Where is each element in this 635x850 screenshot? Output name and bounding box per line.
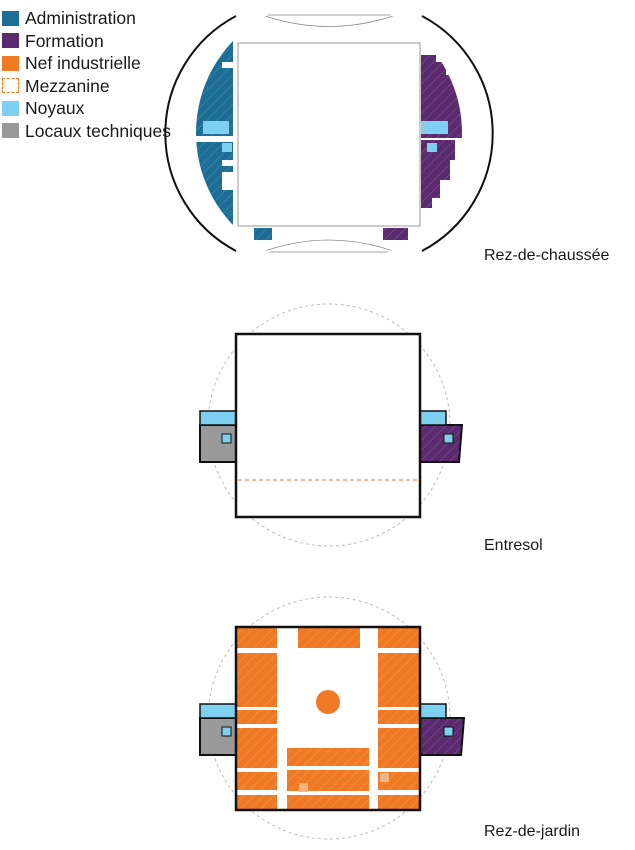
- legend: Administration Formation Nef industriell…: [2, 7, 171, 142]
- legend-swatch-mezzanine: [2, 78, 19, 94]
- entresol-formation-hatch: [420, 425, 462, 462]
- nef-block-hatch: [378, 710, 419, 724]
- jardin-noyau-left-small: [221, 726, 232, 737]
- rdc-bottom-arc: [261, 239, 397, 253]
- rdc-noyau-left: [203, 121, 229, 134]
- legend-swatch-noyaux: [2, 100, 19, 116]
- nef-block-hatch: [287, 795, 369, 809]
- nef-block-hatch: [237, 728, 277, 768]
- rdc-admin-gap: [196, 136, 234, 142]
- rdc-noyau-right: [421, 121, 448, 134]
- nef-block-hatch: [378, 628, 419, 648]
- jardin-noyau-left: [199, 703, 237, 719]
- rdc-outline-right-arc: [421, 15, 494, 252]
- rdc-administration-zone-hatch: [196, 40, 233, 230]
- plan-label-rez-de-chaussee: Rez-de-chaussée: [484, 247, 610, 264]
- legend-swatch-formation: [2, 33, 19, 49]
- entresol-noyau-right: [419, 410, 447, 426]
- legend-swatch-techniques: [2, 123, 19, 139]
- entresol-noyau-left-small: [221, 433, 232, 444]
- plan-entresol: [199, 303, 464, 547]
- nef-block-hatch: [298, 628, 360, 648]
- jardin-central-circle: [316, 690, 340, 714]
- rdc-noyau-right-small: [427, 143, 437, 152]
- jardin-noyau-right-small: [443, 726, 454, 737]
- nef-block-hatch: [378, 653, 419, 707]
- rdc-administration-block-hatch: [254, 228, 272, 240]
- legend-label-formation: Formation: [25, 30, 104, 51]
- legend-item-techniques: Locaux techniques: [2, 120, 171, 143]
- legend-item-nef: Nef industrielle: [2, 52, 171, 75]
- plan-rez-de-chaussee: [164, 14, 494, 253]
- jardin-nef-blocks: [237, 628, 419, 809]
- legend-label-mezzanine: Mezzanine: [25, 75, 110, 96]
- nef-block-hatch: [378, 728, 419, 768]
- rdc-top-arc: [261, 14, 397, 27]
- nef-block-hatch: [237, 710, 277, 724]
- rdc-admin-notch-2: [222, 160, 234, 166]
- jardin-light-square-2: [380, 773, 389, 782]
- nef-block-hatch: [237, 653, 277, 707]
- legend-swatch-administration: [2, 10, 19, 26]
- legend-swatch-nef: [2, 55, 19, 71]
- nef-block-hatch: [378, 795, 419, 809]
- nef-block-hatch: [237, 628, 277, 648]
- legend-item-administration: Administration: [2, 7, 171, 30]
- entresol-hall: [234, 332, 422, 519]
- jardin-light-square-1: [299, 783, 308, 792]
- legend-item-formation: Formation: [2, 30, 171, 53]
- jardin-hall-outline: [234, 625, 422, 812]
- legend-label-nef: Nef industrielle: [25, 53, 141, 74]
- plan-label-rez-de-jardin: Rez-de-jardin: [484, 823, 581, 840]
- rdc-central-hall: [237, 42, 421, 227]
- jardin-formation-hatch: [420, 718, 464, 755]
- rdc-admin-notch-1: [222, 62, 234, 68]
- plan-label-entresol: Entresol: [484, 537, 543, 554]
- rdc-noyau-left-small: [222, 143, 232, 152]
- jardin-noyau-right: [419, 703, 447, 719]
- entresol-noyau-left: [199, 410, 237, 426]
- legend-item-mezzanine: Mezzanine: [2, 75, 171, 98]
- rdc-formation-block-hatch: [383, 228, 408, 240]
- legend-item-noyaux: Noyaux: [2, 97, 171, 120]
- legend-label-techniques: Locaux techniques: [25, 120, 171, 141]
- rdc-formation-zone-lower-hatch: [421, 140, 455, 208]
- rdc-outline-left-arc: [164, 15, 237, 252]
- nef-block-hatch: [237, 795, 277, 809]
- nef-block-hatch: [287, 748, 369, 766]
- plan-rez-de-jardin: [199, 596, 466, 840]
- legend-label-administration: Administration: [25, 8, 136, 29]
- entresol-noyau-right-small: [443, 433, 454, 444]
- legend-label-noyaux: Noyaux: [25, 98, 85, 119]
- nef-block-hatch: [237, 772, 277, 790]
- rdc-admin-notch-3: [222, 172, 234, 190]
